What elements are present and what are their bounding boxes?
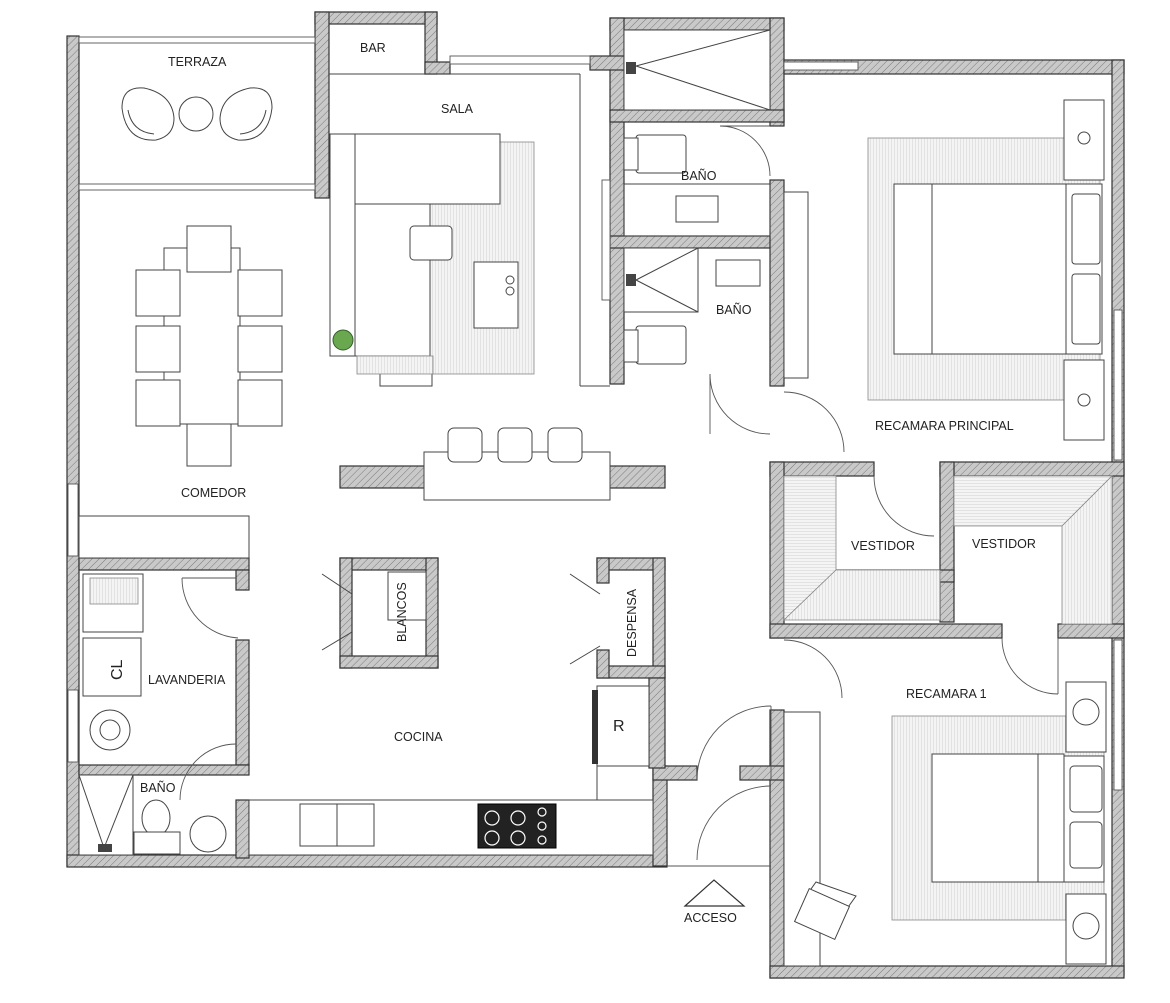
windows	[67, 36, 1123, 791]
label-cl: CL	[109, 659, 126, 680]
entry-doors	[667, 637, 1059, 867]
label-blancos: BLANCOS	[395, 582, 409, 642]
label-lavanderia: LAVANDERIA	[148, 673, 226, 687]
bano-mid-fixtures	[623, 247, 771, 435]
sala-furniture	[329, 73, 610, 387]
comedor-furniture	[78, 225, 283, 559]
acceso-arrow-icon	[683, 879, 746, 907]
recamara-1-furniture	[783, 681, 1107, 967]
closet-doors	[321, 571, 601, 665]
label-recamara-1: RECAMARA 1	[906, 687, 987, 701]
label-comedor: COMEDOR	[181, 486, 246, 500]
bano-top-fixtures	[623, 29, 771, 237]
label-refrigerador: R	[613, 718, 625, 735]
vestidor-shelving	[783, 475, 1113, 625]
label-bano-lav: BAÑO	[140, 781, 176, 795]
recamara-principal-furniture	[783, 99, 1105, 537]
label-bano-mid: BAÑO	[716, 303, 752, 317]
label-cocina: COCINA	[394, 730, 443, 744]
terraza-furniture	[121, 87, 273, 141]
lavanderia-fixtures	[82, 573, 239, 751]
label-recamara-principal: RECAMARA PRINCIPAL	[875, 419, 1014, 433]
label-vestidor-2: VESTIDOR	[972, 537, 1036, 551]
label-acceso: ACCESO	[684, 911, 737, 925]
room-labels: TERRAZA BAR SALA BAÑO BAÑO RECAMARA PRIN…	[109, 41, 1036, 925]
label-vestidor-1: VESTIDOR	[851, 539, 915, 553]
label-bano-top: BAÑO	[681, 169, 717, 183]
label-terraza: TERRAZA	[168, 55, 227, 69]
cocina-fixtures	[248, 685, 654, 856]
label-sala: SALA	[441, 102, 474, 116]
bano-lav-fixtures	[78, 743, 237, 856]
label-despensa: DESPENSA	[625, 588, 639, 657]
label-bar: BAR	[360, 41, 386, 55]
island	[423, 427, 611, 501]
